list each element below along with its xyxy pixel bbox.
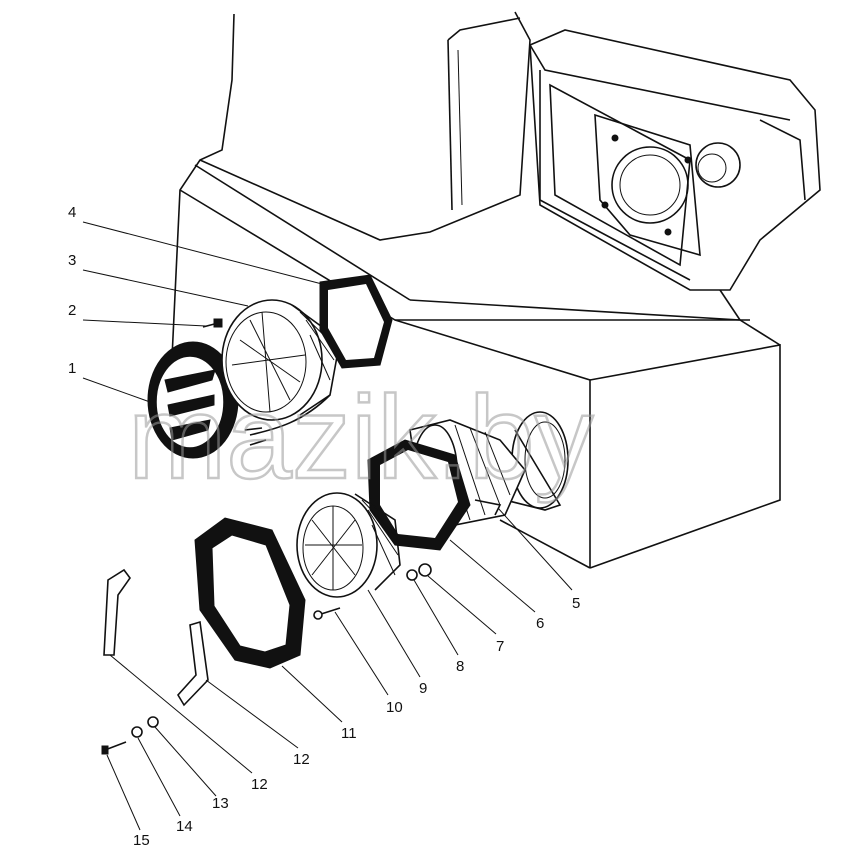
- part-9-lamp-unit: [296, 492, 401, 598]
- part-1-lamp-rim: [147, 341, 239, 459]
- part-11-frame: [194, 517, 306, 669]
- callout-6: 6: [536, 615, 544, 632]
- leader-12a: [205, 679, 299, 749]
- leader-15: [106, 754, 141, 831]
- leader-14: [137, 737, 181, 817]
- leader-8: [413, 579, 459, 656]
- callout-10: 10: [386, 699, 403, 716]
- callout-1: 1: [68, 360, 76, 377]
- part-3-lamp-unit: [221, 299, 341, 446]
- callout-13: 13: [212, 795, 229, 812]
- leader-7: [427, 575, 497, 635]
- part-12-bracket-left: [103, 568, 131, 656]
- callout-4: 4: [68, 204, 76, 221]
- upper-lamp-mount: [529, 29, 821, 291]
- leader-11: [281, 665, 343, 723]
- leader-1: [82, 377, 151, 403]
- part-6-gasket: [367, 439, 471, 551]
- callout-5: 5: [572, 595, 580, 612]
- callout-labels: 1 2 3 4 5 6 7 8 9 10 11 12 12 13 14 15: [68, 204, 580, 849]
- leader-12b: [109, 654, 253, 774]
- part-12-bracket-right: [177, 620, 209, 707]
- leader-3: [82, 269, 249, 307]
- leader-9: [367, 589, 421, 678]
- leader-4: [82, 221, 323, 285]
- part-4-gasket: [319, 274, 393, 369]
- leader-6: [449, 539, 536, 613]
- leader-5: [497, 507, 573, 591]
- part-15-bolt: [101, 741, 127, 755]
- callout-11: 11: [341, 725, 357, 742]
- callout-8: 8: [456, 658, 464, 675]
- callout-15: 15: [133, 832, 150, 849]
- leader-10: [334, 611, 389, 696]
- part-14-washer: [131, 726, 143, 738]
- part-7-nut: [418, 563, 432, 577]
- leader-13: [154, 726, 217, 797]
- part-2-screw: [202, 318, 223, 328]
- callout-12b: 12: [251, 776, 268, 793]
- part-8-washer: [406, 569, 418, 581]
- watermark-text: mazik.by: [128, 372, 594, 504]
- leader-lines: [82, 221, 573, 831]
- leader-2: [82, 319, 207, 327]
- callout-14: 14: [176, 818, 193, 835]
- callout-9: 9: [419, 680, 427, 697]
- callout-2: 2: [68, 302, 76, 319]
- part-13-nut: [147, 716, 159, 728]
- callout-3: 3: [68, 252, 76, 269]
- part-10-screw: [313, 607, 341, 620]
- callout-12a: 12: [293, 751, 310, 768]
- callout-7: 7: [496, 638, 504, 655]
